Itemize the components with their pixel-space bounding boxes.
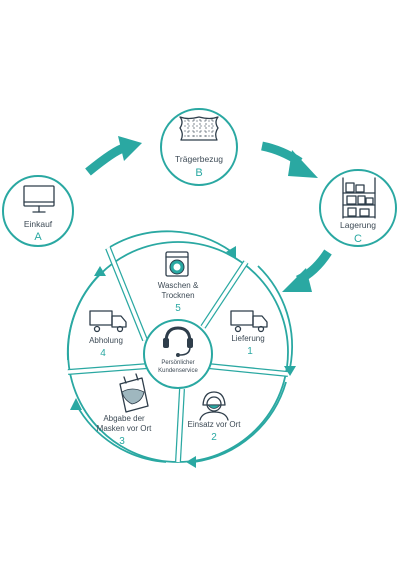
flow-arrow-a-to-b — [85, 136, 142, 176]
step-einkauf-label: Einkauf — [24, 219, 53, 229]
step-traegerbezug-letter: B — [195, 167, 202, 179]
step-einkauf-circle — [2, 175, 74, 247]
center-label-line1: Persönlicher — [161, 360, 194, 366]
segment-lieferung-label: Lieferung — [231, 334, 264, 343]
cycle-arrows — [66, 230, 296, 468]
step-traegerbezug-label: Trägerbezug — [175, 154, 223, 164]
step-lagerung-letter: C — [354, 233, 362, 245]
segment-waschen-label-line2: Trocknen — [161, 291, 194, 300]
worker-mask-icon — [199, 391, 229, 421]
segment-lieferung: Lieferung 1 — [230, 310, 268, 357]
shelf-icon — [342, 177, 376, 219]
monitor-icon — [23, 185, 55, 213]
fabric-bag-icon — [179, 116, 219, 141]
truck-icon — [230, 310, 268, 333]
segment-abgabe-number: 3 — [119, 436, 125, 447]
step-lagerung-label: Lagerung — [340, 220, 376, 230]
step-einkauf: Einkauf A — [2, 175, 74, 247]
segment-waschen-trocknen: Waschen & Trocknen 5 — [158, 251, 199, 314]
segment-lieferung-number: 1 — [247, 346, 253, 357]
center-kundenservice: Persönlicher Kundenservice — [143, 319, 213, 389]
segment-abholung: Abholung 4 — [89, 310, 127, 359]
segment-separators — [67, 246, 289, 463]
step-lagerung-circle — [319, 169, 397, 247]
segment-abgabe-masken: Abgabe der Masken vor Ort 3 — [97, 373, 152, 447]
step-einkauf-letter: A — [34, 231, 42, 243]
truck-icon — [89, 310, 127, 333]
step-lagerung: Lagerung C — [319, 169, 397, 247]
segment-abholung-label: Abholung — [89, 336, 123, 345]
step-traegerbezug: Trägerbezug B — [160, 108, 238, 186]
headset-icon — [163, 326, 193, 357]
segment-abholung-number: 4 — [100, 348, 106, 359]
mask-bag-icon — [119, 373, 149, 413]
segment-einsatz-label: Einsatz vor Ort — [188, 420, 242, 429]
segment-waschen-number: 5 — [175, 303, 181, 314]
flow-arrow-b-to-c — [261, 141, 318, 178]
flow-arrow-c-to-cycle — [282, 249, 332, 292]
segment-einsatz-vor-ort: Einsatz vor Ort 2 — [188, 391, 242, 443]
segment-waschen-label-line1: Waschen & — [158, 281, 199, 290]
segment-einsatz-number: 2 — [211, 432, 217, 443]
washing-machine-icon — [165, 251, 189, 277]
segment-abgabe-label-line1: Abgabe der — [103, 414, 145, 423]
segment-abgabe-label-line2: Masken vor Ort — [97, 424, 152, 433]
center-label-line2: Kundenservice — [158, 368, 198, 374]
